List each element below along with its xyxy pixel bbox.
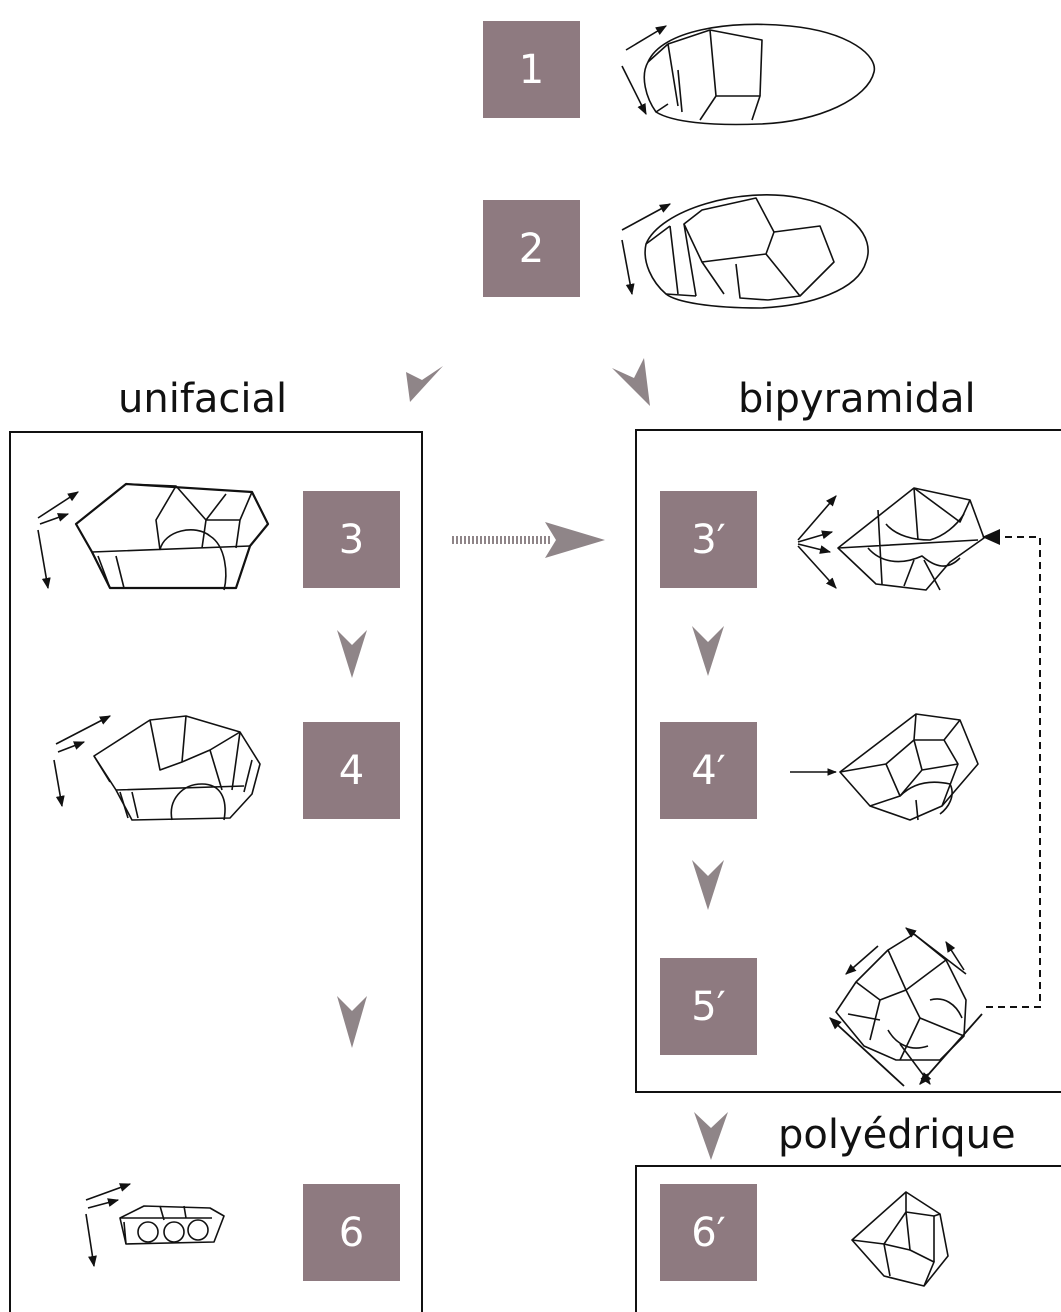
step-box-6p (660, 1184, 757, 1281)
step-box-3 (303, 491, 400, 588)
core-drawing-3p (797, 487, 985, 591)
step-box-1 (483, 21, 580, 118)
flow-arrowhead-4p-5p (692, 860, 724, 910)
dashed-return-arrowhead (982, 529, 1000, 545)
flow-arrowhead-4-6 (337, 996, 367, 1048)
header-polyedrique: polyédrique (778, 1112, 1016, 1158)
step-label-1: 1 (518, 46, 545, 93)
step-box-4p (660, 722, 757, 819)
dotted-transition-arrowhead (545, 522, 605, 558)
step-label-6: 6 (338, 1209, 365, 1256)
flow-arrowhead-3-4 (337, 630, 367, 678)
core-drawing-4p (790, 713, 979, 821)
step-label-2: 2 (518, 225, 545, 272)
step-label-4: 4 (338, 747, 365, 794)
step-label-3p: 3′ (691, 516, 726, 563)
header-bipyramidal: bipyramidal (738, 376, 976, 422)
step-label-6p: 6′ (691, 1209, 726, 1256)
flow-arrowhead-5p-6p (694, 1112, 728, 1160)
step-label-4p: 4′ (691, 747, 726, 794)
step-box-6 (303, 1184, 400, 1281)
flow-arrowhead-right (612, 358, 650, 406)
bipyramidal-panel (635, 429, 1061, 1093)
dashed-return-arrow (986, 536, 1041, 1008)
core-drawing-4 (53, 715, 261, 821)
core-drawing-6p (851, 1191, 949, 1287)
step-label-5p: 5′ (691, 983, 726, 1030)
step-box-4 (303, 722, 400, 819)
polyedrique-panel (635, 1165, 1061, 1312)
flow-arrowhead-left (406, 366, 443, 402)
core-drawing-2 (621, 194, 869, 309)
core-drawing-3 (37, 482, 270, 591)
step-box-2 (483, 200, 580, 297)
step-box-3p (660, 491, 757, 588)
header-unifacial: unifacial (118, 376, 288, 422)
step-box-5p (660, 958, 757, 1055)
core-drawing-6 (85, 1183, 225, 1268)
flow-arrowhead-3p-4p (692, 626, 724, 676)
step-label-3: 3 (338, 516, 365, 563)
unifacial-panel (9, 431, 423, 1312)
core-drawing-1 (621, 23, 876, 126)
core-drawing-5p (829, 927, 983, 1087)
